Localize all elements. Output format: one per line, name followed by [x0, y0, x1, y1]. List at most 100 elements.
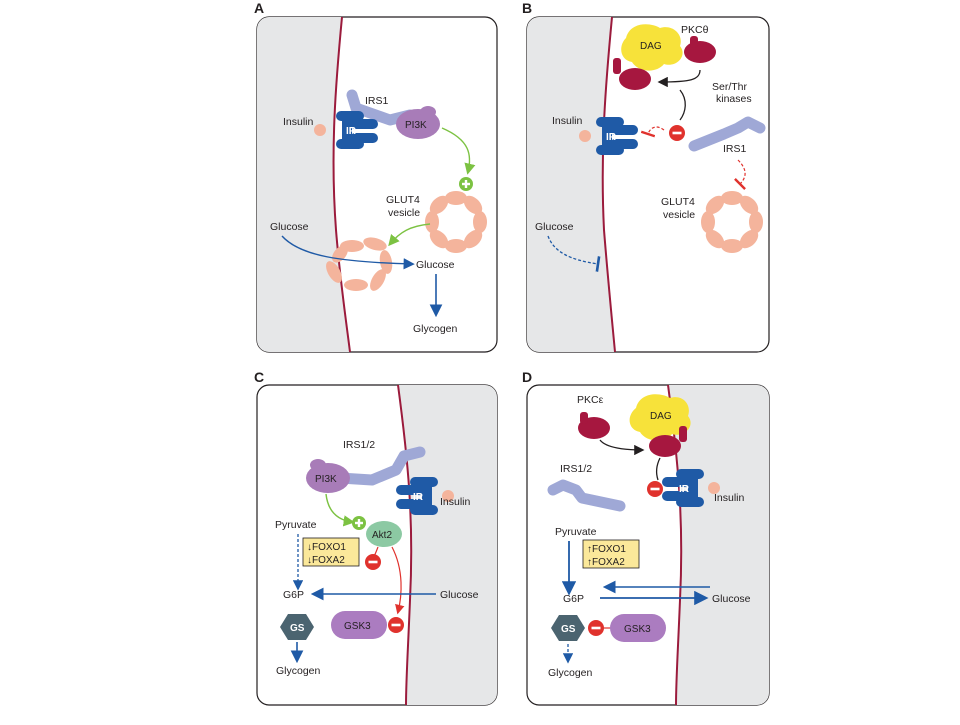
panel-c: C IRS1/2 IR Insulin PI3K Akt2 Pyruvate ↓… — [254, 369, 498, 706]
glucose-inside-label: Glucose — [416, 259, 455, 271]
irs1-protein — [688, 116, 766, 152]
pkc-recruit-arrow — [599, 439, 645, 456]
panel-d-label: D — [522, 369, 532, 385]
pi3k-label: PI3K — [405, 120, 427, 131]
pkc-membrane-bound — [649, 426, 687, 457]
kinases-label-line1: Ser/Thr — [712, 81, 748, 93]
ir-label: IR — [413, 492, 424, 503]
dag-lipid — [629, 394, 691, 441]
insulin-ligand — [579, 130, 591, 142]
akt-activation-arrow — [325, 493, 355, 527]
insulin-label: Insulin — [714, 492, 745, 504]
ir-inhibition — [640, 126, 665, 138]
dag-lipid — [621, 24, 683, 71]
glucose-label: Glucose — [712, 593, 751, 605]
panel-d: D DAG PKCε IRS1/2 IR Insulin Pyruvate — [522, 369, 770, 706]
akt2-label: Akt2 — [372, 530, 392, 541]
gsk3-label: GSK3 — [624, 624, 651, 635]
inhibition-icon — [647, 481, 663, 497]
pkc-theta — [684, 36, 716, 63]
glycogen-label: Glycogen — [413, 323, 458, 335]
membrane-glut4 — [326, 237, 393, 291]
glucose-outside-label: Glucose — [270, 221, 309, 233]
panel-c-label: C — [254, 369, 264, 385]
glucose-blocked — [547, 235, 601, 272]
plus-icon — [352, 516, 366, 530]
foxo1-label: ↓FOXO1 — [307, 542, 346, 553]
akt2-protein — [366, 521, 402, 547]
glycogen-label: Glycogen — [548, 667, 593, 679]
panel-a-label: A — [254, 0, 264, 16]
pyruvate-label: Pyruvate — [555, 526, 597, 538]
glut4-label-line2: vesicle — [388, 207, 420, 219]
pkc-recruit-arrow — [657, 69, 701, 88]
irs12-protein — [547, 479, 626, 512]
irs12-label: IRS1/2 — [343, 439, 375, 451]
gsk3-label: GSK3 — [344, 621, 371, 632]
g6p-label: G6P — [283, 589, 304, 601]
kinase-link — [679, 89, 686, 121]
pkc-ir-link — [656, 457, 661, 481]
cell-membrane — [601, 17, 616, 352]
panel-b-label: B — [522, 0, 532, 16]
insulin-label: Insulin — [552, 115, 583, 127]
pi3k-label: PI3K — [315, 474, 337, 485]
irs1-inhibition — [734, 159, 746, 190]
cell-membrane — [332, 17, 351, 352]
gs-label: GS — [561, 624, 576, 635]
kinases-label-line2: kinases — [716, 93, 752, 105]
ir-receptor: IR — [596, 117, 638, 155]
inhibition-icon — [388, 617, 404, 633]
plus-icon — [459, 177, 473, 191]
insulin-label: Insulin — [283, 116, 314, 128]
translocation-arrow — [388, 223, 431, 247]
panel-a: A IR Insulin IRS1 PI3K GLUT4 vesicle — [254, 0, 498, 353]
pkc-epsilon-label: PKCε — [577, 394, 604, 406]
extracellular-region — [398, 385, 497, 705]
g6p-label: G6P — [563, 593, 584, 605]
pi3k-activation-arrow — [441, 127, 476, 175]
gs-label: GS — [290, 623, 305, 634]
glucose-label: Glucose — [440, 589, 479, 601]
pkc-theta-label: PKCθ — [681, 24, 709, 36]
inhibition-icon — [588, 620, 604, 636]
extracellular-region — [527, 17, 615, 352]
inhibition-icon — [669, 125, 685, 141]
irs12-protein — [334, 446, 426, 486]
glucose-uptake-arrow — [281, 235, 415, 270]
insulin-ligand — [708, 482, 720, 494]
akt-foxo-link — [373, 546, 379, 557]
pkc-epsilon — [578, 412, 610, 439]
irs12-label: IRS1/2 — [560, 463, 592, 475]
gs-enzyme — [280, 614, 314, 640]
foxo-box — [302, 537, 360, 567]
glut4-label-line1: GLUT4 — [661, 196, 695, 208]
panel-b: B DAG PKCθ Ser/Thr kinases IR Insulin IR… — [522, 0, 770, 353]
irs1-label: IRS1 — [365, 95, 389, 107]
glut4-label-line2: vesicle — [663, 209, 695, 221]
gs-enzyme — [551, 615, 585, 641]
foxa2-label: ↑FOXA2 — [587, 557, 625, 568]
insulin-label: Insulin — [440, 496, 471, 508]
insulin-ligand — [442, 490, 454, 502]
irs1-label: IRS1 — [723, 143, 747, 155]
ir-receptor: IR — [336, 111, 378, 149]
glucose-label: Glucose — [535, 221, 574, 233]
gsk3-enzyme — [331, 611, 387, 639]
foxa2-label: ↓FOXA2 — [307, 555, 345, 566]
svg-text:IR: IR — [606, 132, 617, 143]
akt-gsk3-link — [391, 546, 405, 615]
glut4-label-line1: GLUT4 — [386, 194, 420, 206]
inhibition-icon — [365, 554, 381, 570]
ir-label: IR — [679, 484, 690, 495]
foxo-box — [582, 539, 640, 569]
svg-text:IR: IR — [346, 126, 357, 137]
insulin-ligand — [314, 124, 326, 136]
extracellular-region — [668, 385, 769, 705]
cell-membrane — [397, 385, 413, 705]
dag-label: DAG — [650, 411, 672, 422]
foxo1-label: ↑FOXO1 — [587, 544, 626, 555]
glycogen-label: Glycogen — [276, 665, 321, 677]
pyruvate-label: Pyruvate — [275, 519, 317, 531]
